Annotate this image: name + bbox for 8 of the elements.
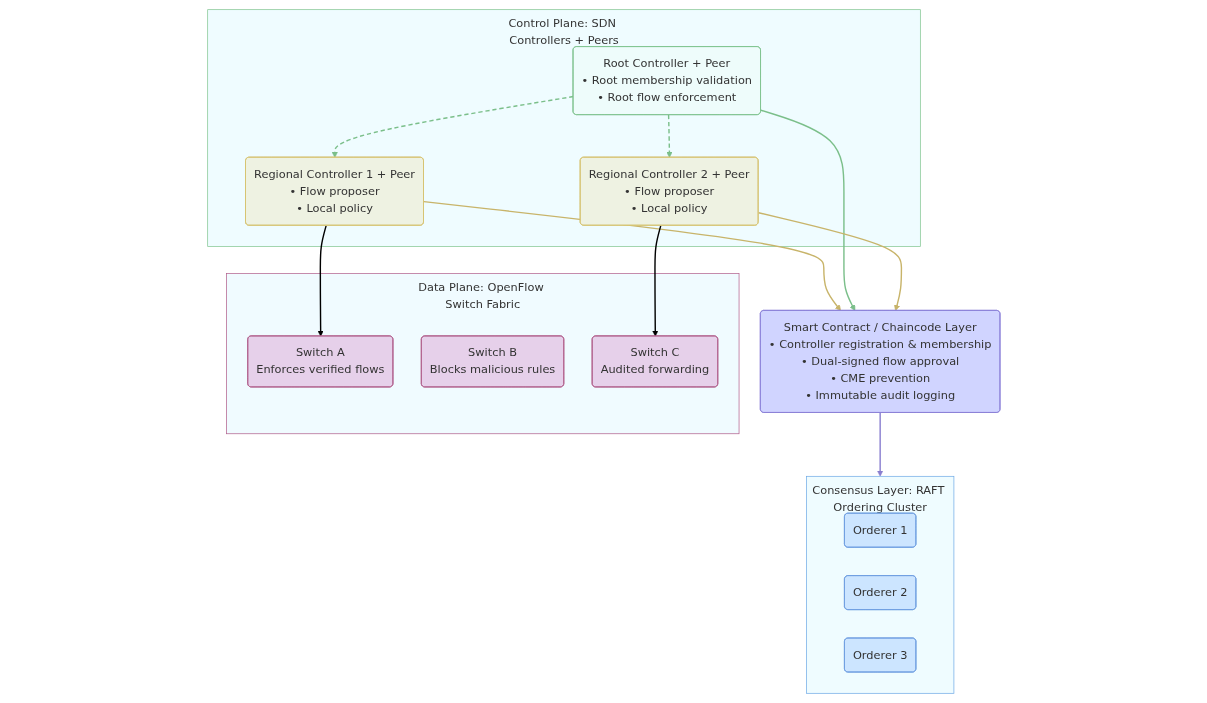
arrow [422, 200, 841, 311]
arrow [331, 95, 574, 158]
arrow [665, 114, 673, 158]
arrow [757, 212, 902, 311]
arrow [317, 224, 327, 337]
arrow [759, 109, 855, 311]
arrow [651, 224, 662, 337]
arrow [876, 411, 883, 477]
